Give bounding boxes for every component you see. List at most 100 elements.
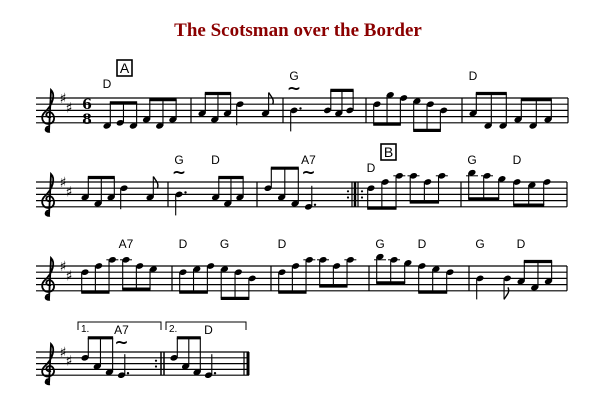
volta-bracket [165,321,247,330]
volta-bracket [77,321,162,330]
note-head [179,269,187,276]
note-head [116,119,124,126]
note-head [94,200,102,207]
chord-symbol: A7 [301,153,316,167]
repeat-dot [346,190,350,193]
note-head [120,185,128,192]
chord-symbol: G [289,69,298,83]
chord-symbol: D [211,153,220,167]
note-head [149,266,157,272]
tune-title: The Scotsman over the Border [174,20,422,41]
measure: ~A71. [77,321,165,379]
measure [198,91,284,126]
sharp-icon: ♯ [66,100,73,116]
part-label-box [116,59,133,77]
time-signature-top: 6 [82,97,92,113]
note-head [498,176,506,182]
note-head [543,179,551,185]
note-head [319,256,327,263]
note-head [513,179,521,185]
chord-symbol: D [179,237,188,251]
note-head [81,354,89,361]
note-head [418,263,426,269]
measure: DA [103,59,192,129]
chord-symbol: G [375,237,384,251]
sharp-icon: ♯ [60,345,67,361]
note-head [346,107,354,114]
repeat-dot [346,196,350,199]
note-head [468,169,476,176]
note-head [248,275,256,282]
note-flag [152,176,159,189]
note-head [220,266,229,272]
note-head [103,123,111,129]
note-head [531,284,539,291]
measure: D [469,69,569,129]
note-head [395,172,403,179]
chord-symbol: G [220,237,229,251]
note-head [469,110,477,117]
repeat-dot [360,190,364,193]
note-head [81,269,89,276]
note-head [446,269,454,276]
note-head [142,116,151,123]
measure: ~A7 [264,153,364,210]
note-head [136,263,144,269]
chord-symbol: A7 [114,323,129,337]
note-head [224,200,232,207]
note-head [404,260,412,266]
note-head [122,256,130,263]
note-head [170,354,178,361]
roll-ornament-icon: ~ [114,333,128,353]
note-head [305,256,313,263]
note-head [335,110,343,117]
measure: D [278,237,370,294]
sharp-icon: ♯ [60,175,67,191]
note-head [107,194,115,201]
note-head [95,263,103,269]
chord-symbol: D [418,237,427,251]
note-head [211,194,220,201]
note-head [117,372,126,379]
note-head [291,200,299,207]
note-head [544,116,552,123]
time-signature-bottom: 8 [82,112,92,128]
note-head [236,194,244,201]
note-head [409,172,418,179]
note-head [400,95,408,101]
chord-symbol: D [517,237,526,251]
note-head [426,101,434,108]
note-head [93,363,101,370]
roll-ornament-icon: ~ [301,163,315,183]
note-head [193,369,201,376]
note-head [499,123,507,129]
note-head [528,182,536,188]
note-head [181,363,190,370]
note-head [390,256,398,263]
note-head [146,194,154,201]
note-head [517,278,525,285]
volta-number: 2. [169,324,177,335]
note-flag [268,92,274,105]
note-head [381,179,389,185]
treble-clef-icon [44,127,50,133]
note-head [424,179,432,185]
note-head [413,98,421,104]
chord-symbol: G [475,237,484,251]
measure [373,92,463,132]
note-head [484,123,492,129]
note-head [81,194,89,201]
note-head [278,269,286,276]
note-head [211,116,219,123]
note-head [323,107,332,114]
chord-symbol: D [278,237,287,251]
note-head [175,191,183,198]
note-head [432,266,440,272]
